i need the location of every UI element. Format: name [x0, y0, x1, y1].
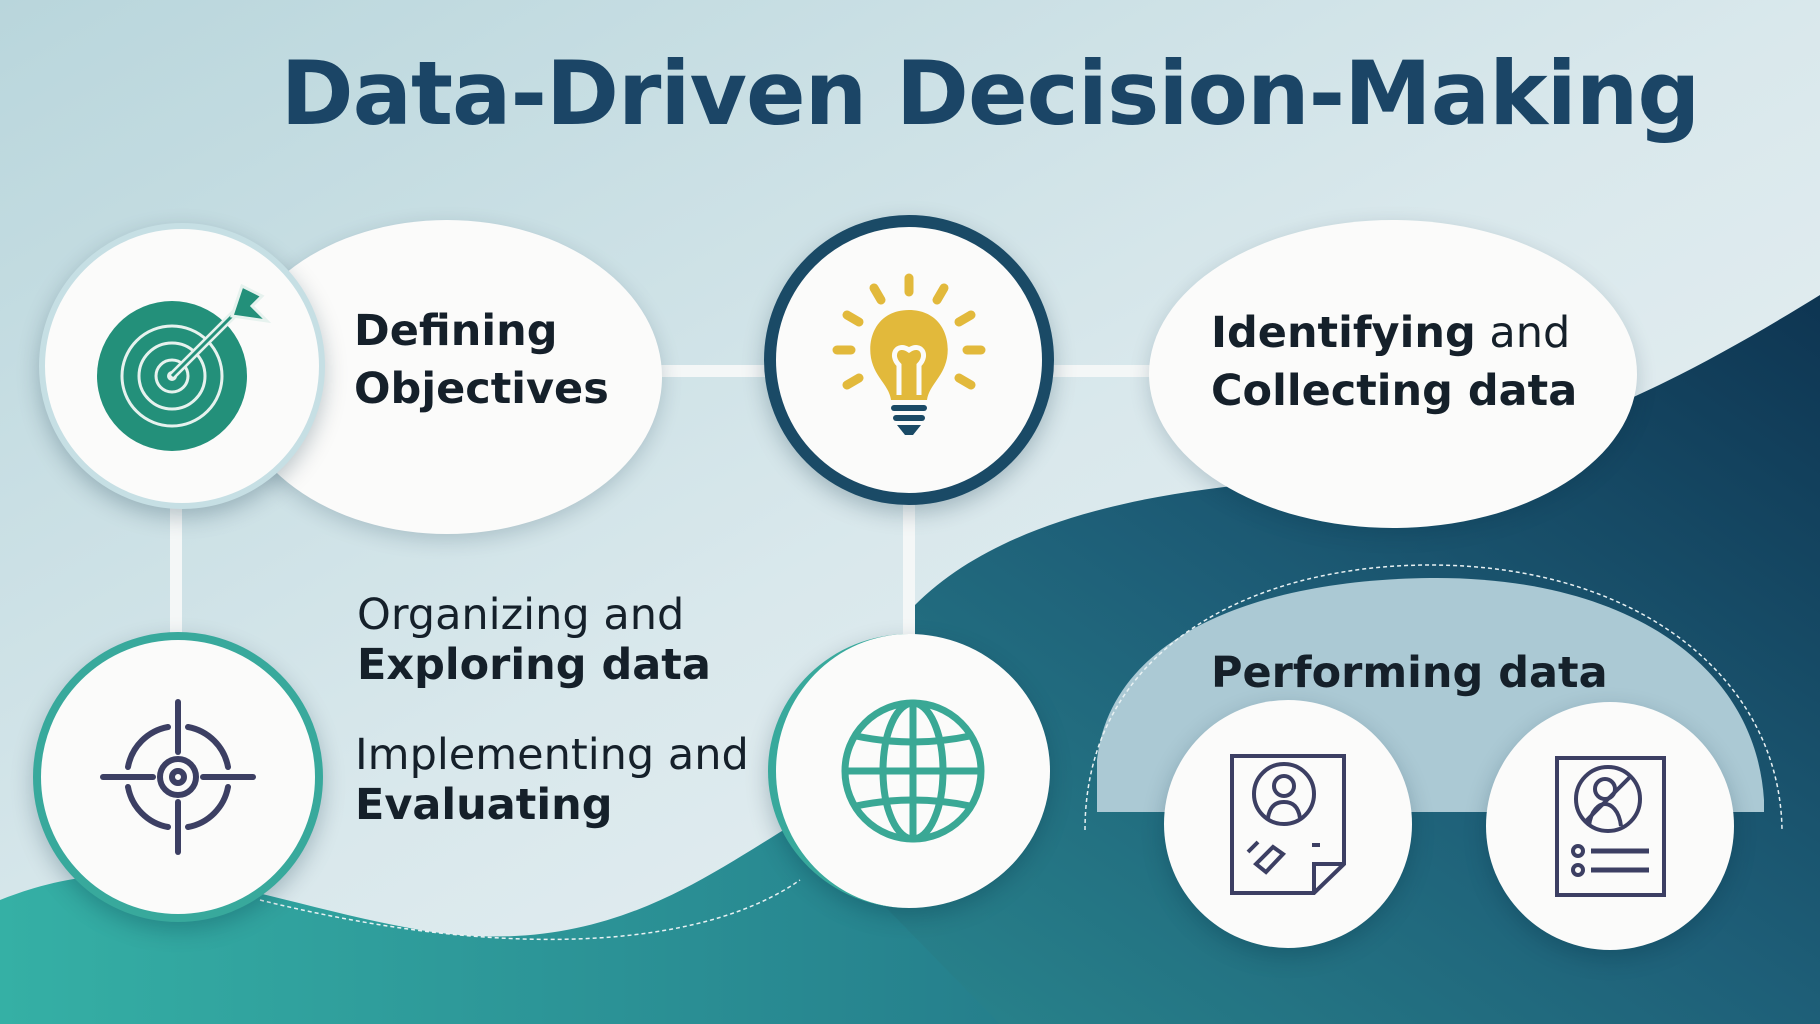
page-title: Data-Driven Decision-Making [280, 42, 1701, 145]
connector-line [1050, 365, 1170, 377]
performing-circle-1 [1164, 700, 1412, 948]
performing-circle-2 [1486, 702, 1734, 950]
label-line: Implementing and [355, 730, 749, 780]
connector-line [903, 500, 915, 645]
profile-document-icon [1230, 753, 1346, 895]
label-line: Exploring data [357, 640, 711, 690]
organizing-label: Organizing and Exploring data [357, 590, 711, 690]
label-line: Identifying [1211, 308, 1476, 358]
implementing-circle [768, 634, 1050, 908]
globe-icon [841, 699, 985, 843]
performing-label: Performing data [1211, 644, 1608, 702]
label-line: Defining [354, 306, 558, 356]
identifying-collecting-label: Identifying and Collecting data [1211, 304, 1577, 420]
profile-list-document-icon [1554, 755, 1666, 897]
label-line: Performing data [1211, 648, 1608, 698]
crosshair-icon [100, 699, 256, 855]
label-line: Collecting data [1211, 366, 1578, 416]
lightbulb-icon [832, 273, 986, 435]
organizing-circle [33, 632, 323, 922]
connector-line [650, 365, 770, 377]
defining-objectives-circle [39, 223, 325, 509]
identifying-circle [764, 215, 1054, 505]
identifying-collecting-card [1149, 220, 1637, 528]
connector-line [170, 500, 182, 645]
label-line: Organizing and [357, 590, 685, 640]
target-arrow-icon [97, 283, 272, 451]
implementing-label: Implementing and Evaluating [355, 730, 749, 830]
label-line: Evaluating [355, 780, 613, 830]
label-line: and [1475, 308, 1571, 358]
label-line: Objectives [354, 364, 609, 414]
defining-objectives-label: Defining Objectives [354, 302, 609, 418]
